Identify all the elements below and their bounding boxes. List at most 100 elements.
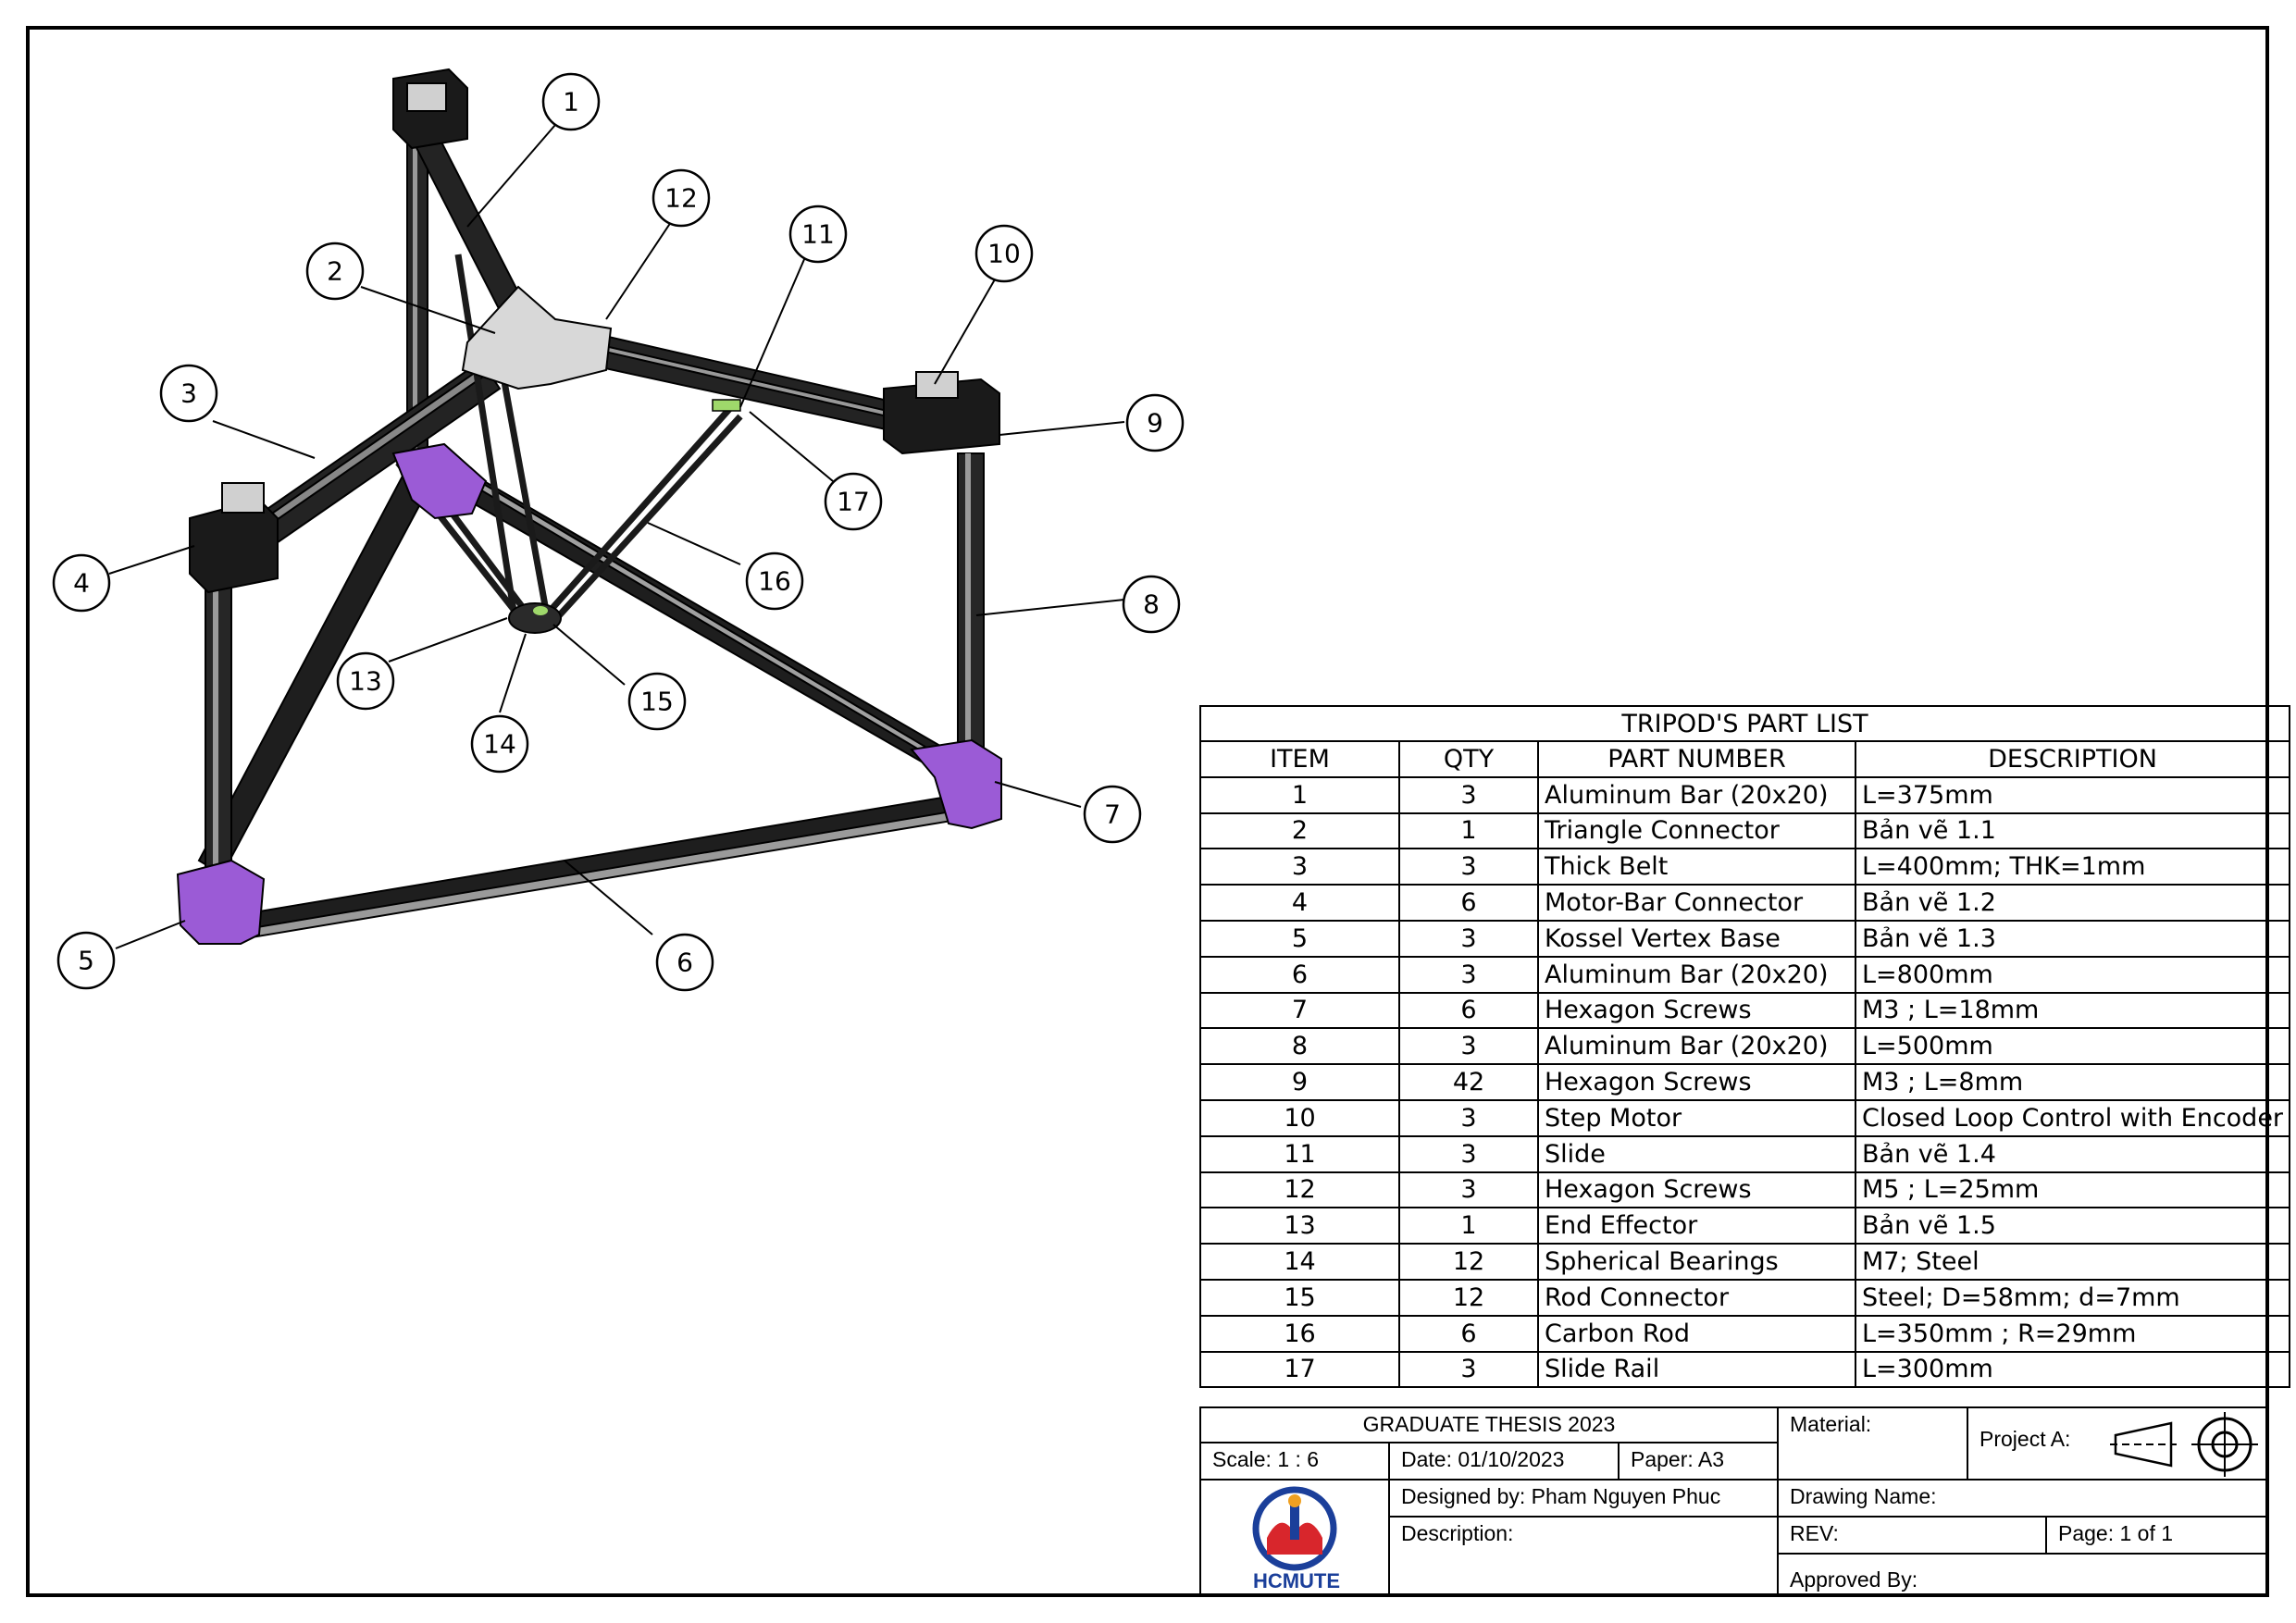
cell-qty: 3 — [1398, 848, 1539, 886]
cell-qty: 3 — [1398, 919, 1539, 958]
thesis-title: GRADUATE THESIS 2023 — [1199, 1406, 1779, 1443]
cell-part-number: Slide — [1537, 1134, 1856, 1173]
cell-description: M7; Steel — [1854, 1243, 2291, 1281]
cell-description: L=800mm — [1854, 955, 2291, 994]
cell-description: M3 ; L=18mm — [1854, 991, 2291, 1030]
cell-description: L=300mm — [1854, 1350, 2291, 1389]
parts-list-title: TRIPOD'S PART LIST — [1198, 705, 2291, 742]
balloon-label-15: 15 — [640, 687, 674, 717]
material-field: Material: — [1777, 1406, 1968, 1481]
cell-qty: 1 — [1398, 812, 1539, 850]
cell-qty: 3 — [1398, 1171, 1539, 1209]
cell-description: Bản vẽ 1.4 — [1854, 1134, 2291, 1173]
cell-qty: 12 — [1398, 1243, 1539, 1281]
paper-field: Paper: A3 — [1618, 1442, 1779, 1481]
cell-description: L=375mm — [1854, 775, 2291, 814]
balloon-label-14: 14 — [483, 729, 516, 760]
cell-item: 3 — [1199, 848, 1400, 886]
cell-part-number: Triangle Connector — [1537, 812, 1856, 850]
balloon-13 — [336, 651, 395, 711]
logo-text: HCMUTE — [1252, 1569, 1341, 1592]
cell-part-number: Hexagon Screws — [1537, 1063, 1856, 1101]
project-label: Project A: — [1980, 1427, 2071, 1451]
cell-qty: 6 — [1398, 884, 1539, 922]
tripod-assembly-drawing — [176, 68, 1002, 945]
cell-description: Steel; D=58mm; d=7mm — [1854, 1278, 2291, 1317]
balloon-label-7: 7 — [1104, 799, 1121, 830]
cell-item: 16 — [1199, 1314, 1400, 1353]
cell-qty: 42 — [1398, 1063, 1539, 1101]
cell-description: Bản vẽ 1.5 — [1854, 1207, 2291, 1245]
cell-part-number: Aluminum Bar (20x20) — [1537, 955, 1856, 994]
cell-part-number: Motor-Bar Connector — [1537, 884, 1856, 922]
cell-item: 7 — [1199, 991, 1400, 1030]
balloon-17 — [824, 472, 883, 531]
cell-qty: 3 — [1398, 1350, 1539, 1389]
cell-qty: 3 — [1398, 1134, 1539, 1173]
cell-part-number: Aluminum Bar (20x20) — [1537, 1027, 1856, 1066]
cell-part-number: Hexagon Screws — [1537, 1171, 1856, 1209]
balloon-label-1: 1 — [563, 87, 579, 118]
balloon-label-3: 3 — [180, 378, 197, 409]
balloon-10 — [974, 224, 1034, 283]
balloon-1 — [541, 72, 601, 131]
balloon-16 — [745, 551, 804, 611]
cell-part-number: Carbon Rod — [1537, 1314, 1856, 1353]
cell-part-number: Thick Belt — [1537, 848, 1856, 886]
cell-description: M5 ; L=25mm — [1854, 1171, 2291, 1209]
cell-item: 15 — [1199, 1278, 1400, 1317]
cell-description: L=350mm ; R=29mm — [1854, 1314, 2291, 1353]
cell-item: 1 — [1199, 775, 1400, 814]
balloon-callouts: 1 2 3 4 5 6 7 8 9 10 11 12 13 14 15 16 1… — [52, 72, 1185, 992]
cell-item: 14 — [1199, 1243, 1400, 1281]
cell-item: 13 — [1199, 1207, 1400, 1245]
balloon-3 — [159, 364, 218, 423]
cell-qty: 3 — [1398, 1098, 1539, 1137]
col-header-item: ITEM — [1199, 740, 1400, 778]
description-field: Description: — [1388, 1516, 1779, 1597]
cell-part-number: Step Motor — [1537, 1098, 1856, 1137]
cell-part-number: Rod Connector — [1537, 1278, 1856, 1317]
cell-part-number: Slide Rail — [1537, 1350, 1856, 1389]
university-logo — [1252, 1486, 1337, 1571]
projection-cell: Project A: — [1967, 1406, 2269, 1481]
cell-item: 17 — [1199, 1350, 1400, 1389]
cell-part-number: Hexagon Screws — [1537, 991, 1856, 1030]
cell-qty: 3 — [1398, 775, 1539, 814]
vertical-bars — [205, 119, 985, 871]
end-effector-highlight — [533, 606, 548, 615]
cell-qty: 12 — [1398, 1278, 1539, 1317]
balloon-8 — [1122, 575, 1181, 634]
vertex-bases — [176, 442, 1002, 945]
cell-qty: 6 — [1398, 991, 1539, 1030]
balloon-2 — [305, 242, 365, 301]
cell-qty: 3 — [1398, 955, 1539, 994]
cell-description: Bản vẽ 1.1 — [1854, 812, 2291, 850]
cell-item: 10 — [1199, 1098, 1400, 1137]
motor-blocks — [189, 68, 1000, 594]
balloon-15 — [627, 672, 687, 731]
triangle-connector — [461, 285, 613, 390]
cell-part-number: End Effector — [1537, 1207, 1856, 1245]
balloon-label-12: 12 — [664, 183, 698, 214]
balloon-label-6: 6 — [676, 948, 693, 978]
rev-field: REV: — [1777, 1516, 2047, 1555]
cell-item: 4 — [1199, 884, 1400, 922]
approved-by-field: Approved By: — [1777, 1553, 2269, 1597]
col-header-description: DESCRIPTION — [1854, 740, 2291, 778]
cell-qty: 3 — [1398, 1027, 1539, 1066]
cell-description: L=400mm; THK=1mm — [1854, 848, 2291, 886]
